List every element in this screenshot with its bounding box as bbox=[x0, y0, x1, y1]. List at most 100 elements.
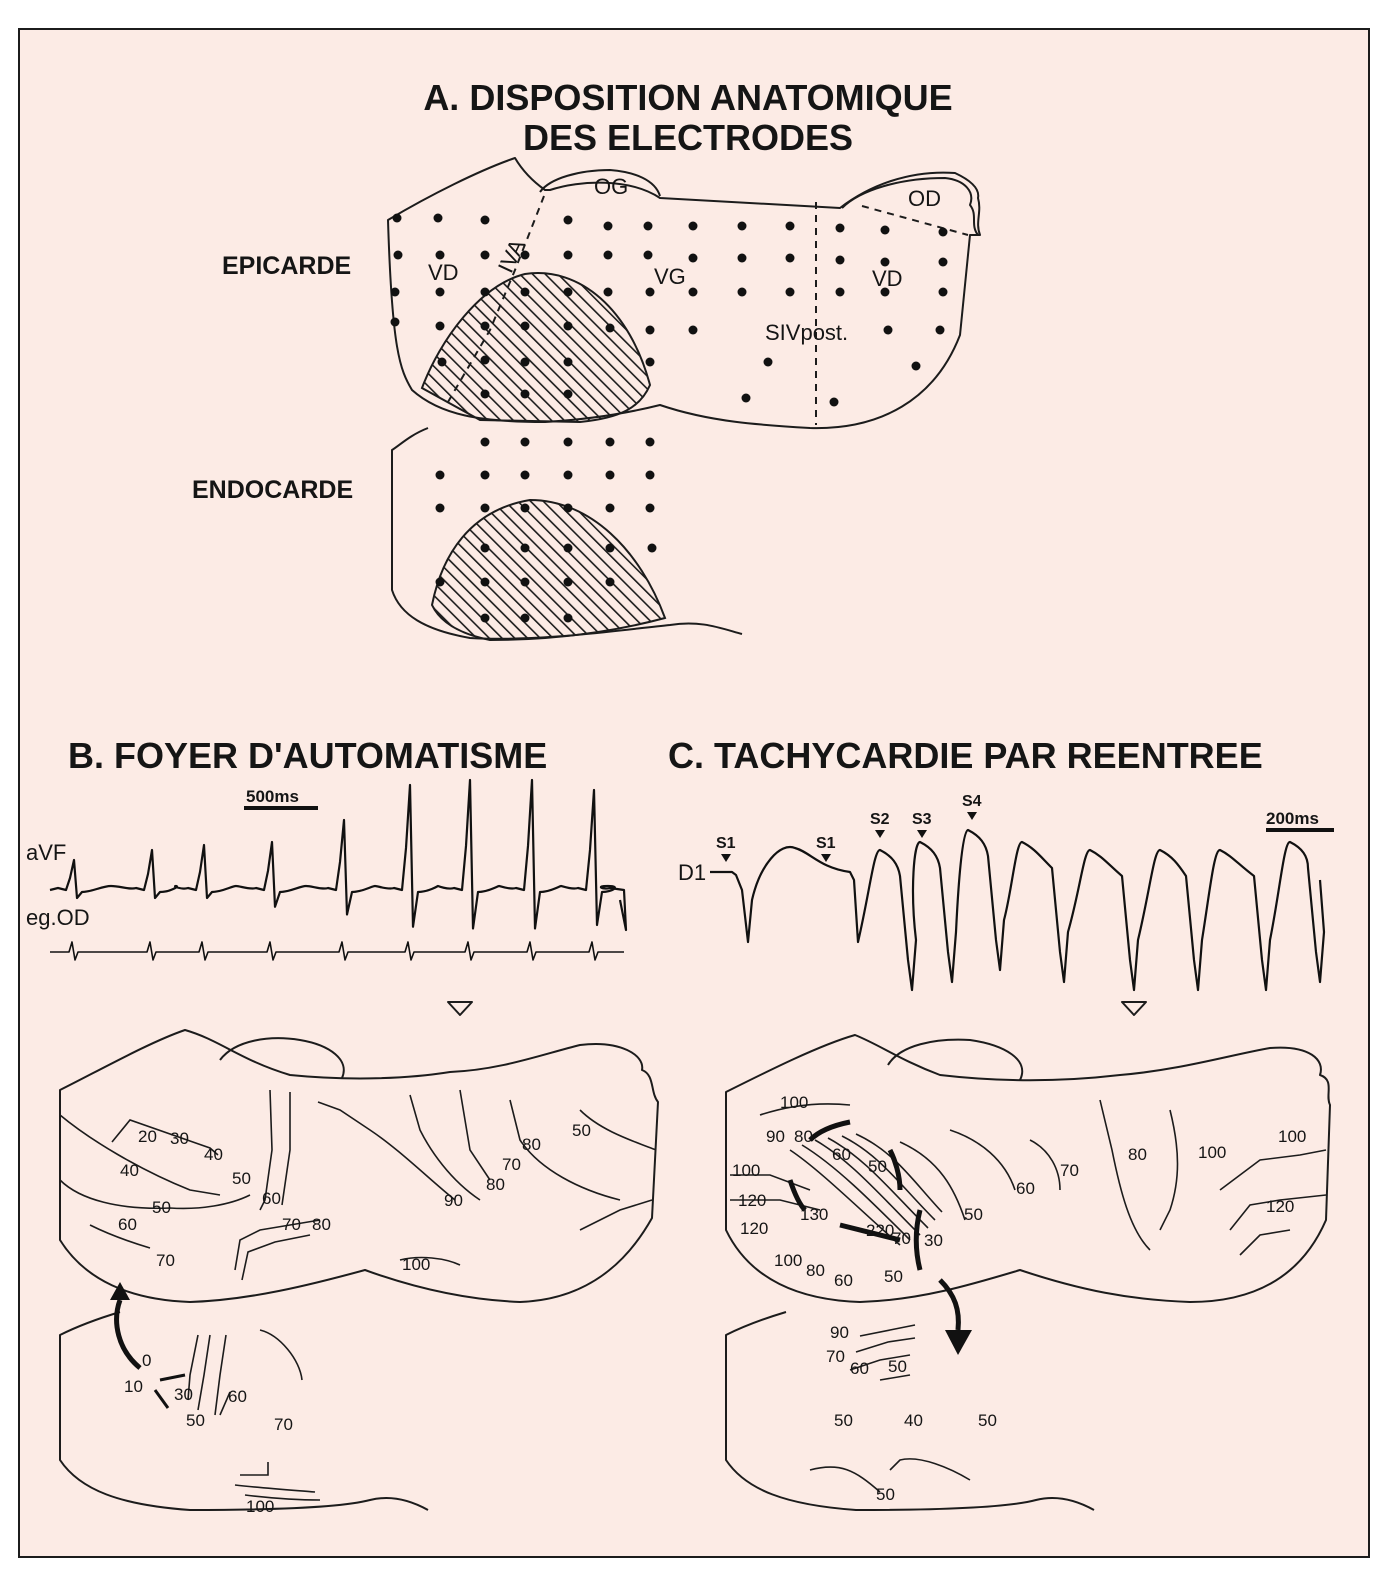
isochrone-label: 60 bbox=[834, 1271, 853, 1290]
electrode-dot bbox=[647, 543, 657, 553]
electrode-dot bbox=[520, 250, 530, 260]
electrode-dot bbox=[520, 543, 530, 553]
iso-line bbox=[409, 1094, 481, 1201]
panel-b-atrium bbox=[219, 1037, 345, 1079]
isochrone-label: 80 bbox=[486, 1175, 505, 1194]
region-siv-post: SIVpost. bbox=[765, 320, 848, 345]
electrode-dot bbox=[435, 287, 445, 297]
iso-line bbox=[59, 1179, 251, 1210]
avf-trace bbox=[49, 778, 628, 932]
panel-b: B. FOYER D'AUTOMATISME 500ms aVF eg.OD 2… bbox=[26, 735, 659, 1516]
electrode-dot bbox=[911, 361, 921, 371]
iso-line bbox=[899, 1141, 966, 1221]
panel-c-title: C. TACHYCARDIE PAR REENTREE bbox=[668, 735, 1263, 776]
electrode-dot bbox=[563, 543, 573, 553]
isochrone-label: 30 bbox=[924, 1231, 943, 1250]
electrode-dot bbox=[603, 221, 613, 231]
iso-line bbox=[244, 1494, 321, 1501]
propagation-arrow bbox=[153, 1389, 170, 1409]
reentry-arrow bbox=[887, 1148, 903, 1191]
electrode-dot bbox=[645, 357, 655, 367]
isochrone-label: 70 bbox=[1060, 1161, 1079, 1180]
electrode-dot bbox=[520, 357, 530, 367]
iva-line bbox=[447, 195, 545, 403]
iso-line bbox=[214, 1334, 227, 1416]
isochrone-label: 50 bbox=[152, 1198, 171, 1217]
stimulus-label: S1 bbox=[816, 835, 836, 852]
electrode-dot bbox=[603, 287, 613, 297]
electrode-dot bbox=[785, 253, 795, 263]
stimulus-arrow bbox=[917, 830, 927, 838]
electrode-dot bbox=[563, 357, 573, 367]
electrode-dot bbox=[835, 287, 845, 297]
isochrone-label: 70 bbox=[892, 1229, 911, 1248]
panel-c-marker-arrow bbox=[1121, 1001, 1147, 1016]
iso-line bbox=[859, 1324, 916, 1337]
propagation-arrow bbox=[114, 1299, 142, 1370]
trace-avf-label: aVF bbox=[26, 840, 66, 865]
iso-line bbox=[879, 1374, 911, 1381]
panel-c-atrium bbox=[887, 1038, 1023, 1081]
iso-line bbox=[759, 1103, 851, 1116]
iso-line bbox=[849, 1354, 911, 1371]
iso-line bbox=[89, 1224, 151, 1249]
region-vd-left: VD bbox=[428, 260, 459, 285]
electrode-dot bbox=[645, 287, 655, 297]
isochrone-label: 20 bbox=[138, 1127, 157, 1146]
electrode-dot bbox=[435, 577, 445, 587]
electrode-dot bbox=[741, 393, 751, 403]
iso-line bbox=[317, 1101, 456, 1201]
panel-b-epicardial-outline bbox=[59, 1029, 659, 1303]
isochrone-label: 100 bbox=[780, 1093, 808, 1112]
electrode-dot bbox=[880, 287, 890, 297]
isochrone-label: 30 bbox=[174, 1385, 193, 1404]
panel-a-title-line2: DES ELECTRODES bbox=[523, 117, 853, 158]
isochrone-label: 50 bbox=[978, 1411, 997, 1430]
iso-line bbox=[1219, 1149, 1327, 1191]
epicardial-scar-zone bbox=[420, 272, 652, 424]
electrode-dot bbox=[480, 389, 490, 399]
isochrone-label: 80 bbox=[806, 1261, 825, 1280]
electrode-dot bbox=[643, 250, 653, 260]
electrode-dot bbox=[643, 221, 653, 231]
iso-line bbox=[241, 1234, 311, 1281]
iso-line bbox=[240, 1462, 269, 1476]
electrode-dot bbox=[435, 321, 445, 331]
isochrone-label: 50 bbox=[884, 1267, 903, 1286]
isochrone-label: 50 bbox=[186, 1411, 205, 1430]
iso-line bbox=[234, 1219, 321, 1271]
electrode-dot bbox=[392, 213, 402, 223]
isochrone-label: 70 bbox=[282, 1215, 301, 1234]
iso-line bbox=[789, 1149, 901, 1246]
iso-line bbox=[809, 1466, 881, 1493]
isochrone-label: 70 bbox=[826, 1347, 845, 1366]
electrode-dot bbox=[520, 389, 530, 399]
electrode-dot bbox=[880, 225, 890, 235]
reentry-arrow bbox=[913, 1209, 923, 1271]
electrode-dot bbox=[785, 287, 795, 297]
isochrone-label: 90 bbox=[830, 1323, 849, 1342]
isochrone-label: 50 bbox=[888, 1357, 907, 1376]
iso-line bbox=[259, 1329, 303, 1381]
isochrone-label: 100 bbox=[246, 1497, 274, 1516]
trace-egod-label: eg.OD bbox=[26, 905, 90, 930]
iso-line bbox=[459, 1089, 491, 1181]
endocarde-label: ENDOCARDE bbox=[192, 476, 353, 504]
panel-b-marker-arrow bbox=[447, 1001, 473, 1016]
electrode-dot bbox=[435, 470, 445, 480]
iso-line bbox=[855, 1133, 943, 1213]
electrode-dot bbox=[935, 325, 945, 335]
electrode-dot bbox=[605, 503, 615, 513]
isochrone-label: 0 bbox=[142, 1351, 151, 1370]
stimulus-label: S2 bbox=[870, 811, 890, 828]
electrode-dot bbox=[437, 357, 447, 367]
region-od: OD bbox=[908, 186, 941, 211]
od-line bbox=[861, 205, 969, 236]
isochrone-label: 50 bbox=[868, 1157, 887, 1176]
iso-line bbox=[855, 1337, 916, 1353]
electrode-dot bbox=[763, 357, 773, 367]
electrode-dot bbox=[880, 257, 890, 267]
electrode-dot bbox=[645, 325, 655, 335]
electrode-dot bbox=[480, 503, 490, 513]
